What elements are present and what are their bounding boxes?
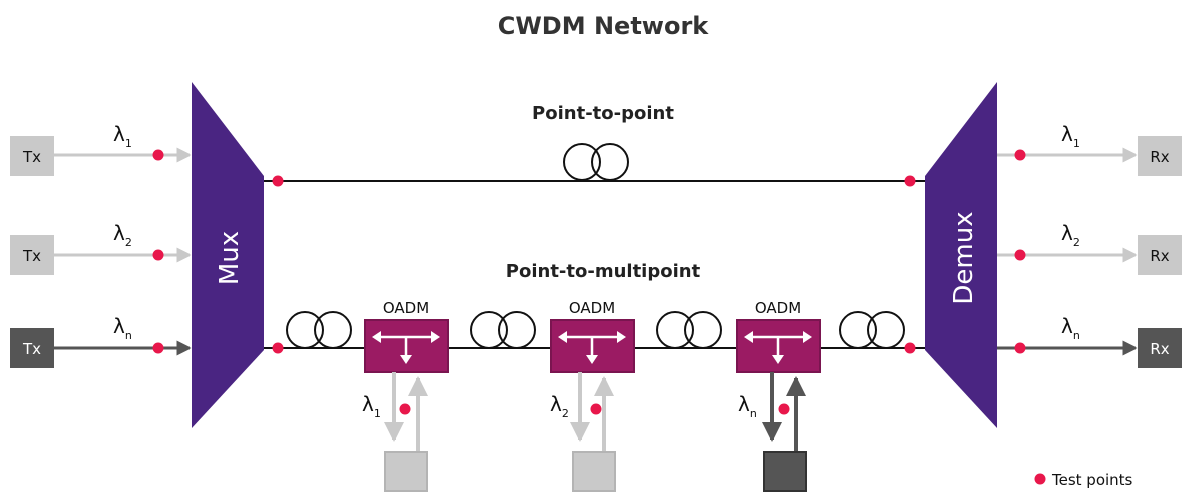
tx-row-3: Tx λn	[10, 314, 192, 368]
tx-box	[10, 235, 54, 275]
diagram-title: CWDM Network	[498, 12, 710, 40]
lambda-label: λ1	[362, 392, 381, 420]
lambda-label: λn	[1061, 314, 1080, 342]
rx-box	[1138, 235, 1182, 275]
tx-label: Tx	[22, 340, 41, 358]
test-point	[590, 403, 602, 415]
oadm-label: OADM	[569, 299, 615, 317]
test-point	[1014, 249, 1026, 261]
lambda-label: λn	[113, 314, 132, 342]
rx-row-3: Rx λn	[997, 314, 1182, 368]
fiber-coil-icon	[470, 311, 536, 349]
point-to-multipoint-label: Point-to-multipoint	[506, 261, 701, 282]
fiber-coil-icon	[563, 143, 629, 181]
oadm-2: OADM λ2	[550, 299, 635, 492]
lambda-label: λn	[738, 392, 757, 420]
mux-block	[192, 82, 264, 428]
rx-row-2: Rx λ2	[997, 221, 1182, 275]
legend-label: Test points	[1051, 471, 1133, 489]
lambda-label: λ2	[550, 392, 569, 420]
tx-row-1: Tx λ1	[10, 122, 192, 176]
test-point	[272, 342, 284, 354]
tx-row-2: Tx λ2	[10, 221, 192, 275]
test-point	[1014, 149, 1026, 161]
rx-label: Rx	[1150, 148, 1169, 166]
add-drop-arrows-icon	[372, 331, 440, 364]
tx-label: Tx	[22, 247, 41, 265]
lambda-label: λ2	[113, 221, 132, 249]
tx-box	[10, 328, 54, 368]
local-terminal	[763, 451, 807, 492]
test-point	[778, 403, 790, 415]
test-point	[1014, 342, 1026, 354]
fiber-coil-icon	[656, 311, 722, 349]
fiber-coil-icon	[839, 311, 905, 349]
test-point	[272, 175, 284, 187]
local-terminal	[572, 451, 616, 492]
mux-label: Mux	[215, 231, 245, 285]
add-drop-arrows-icon	[558, 331, 626, 364]
demux-block	[925, 82, 997, 428]
oadm-1: OADM λ1	[362, 299, 449, 492]
test-point	[904, 175, 916, 187]
legend-marker	[1034, 473, 1046, 485]
rx-box	[1138, 136, 1182, 176]
tx-box	[10, 136, 54, 176]
fiber-coil-icon	[286, 311, 352, 349]
rx-box	[1138, 328, 1182, 368]
rx-label: Rx	[1150, 340, 1169, 358]
tx-label: Tx	[22, 148, 41, 166]
lambda-label: λ2	[1061, 221, 1080, 249]
add-drop-arrows-icon	[744, 331, 812, 364]
test-point	[152, 249, 164, 261]
rx-row-1: Rx λ1	[997, 122, 1182, 176]
oadm-3: OADM λn	[736, 299, 821, 492]
legend: Test points	[1034, 471, 1133, 489]
oadm-label: OADM	[383, 299, 429, 317]
demux-label: Demux	[949, 211, 979, 304]
lambda-label: λ1	[1061, 122, 1080, 150]
test-point	[904, 342, 916, 354]
test-point	[152, 149, 164, 161]
rx-label: Rx	[1150, 247, 1169, 265]
local-terminal	[384, 451, 428, 492]
point-to-point-label: Point-to-point	[532, 103, 674, 124]
test-point	[399, 403, 411, 415]
test-point	[152, 342, 164, 354]
lambda-label: λ1	[113, 122, 132, 150]
oadm-label: OADM	[755, 299, 801, 317]
